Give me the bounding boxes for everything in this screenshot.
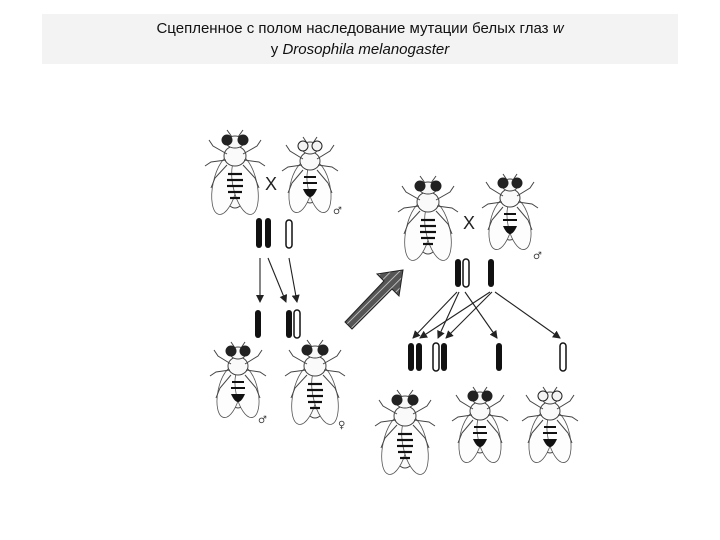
male-symbol-f1: ♂ (258, 415, 267, 426)
species-name: Drosophila melanogaster (282, 41, 450, 58)
male-symbol-f1b: ♂ (533, 251, 542, 262)
inheritance-arrows (256, 257, 561, 339)
cross-symbol-2: X (463, 213, 475, 233)
fly-f1-male (209, 341, 267, 421)
cross-symbol-1: X (265, 174, 277, 194)
fly-parent-male (281, 136, 339, 216)
big-transition-arrow (344, 269, 404, 330)
chromosomes-f2 (408, 342, 567, 372)
fly-f1b-female (396, 174, 460, 264)
title-line-1: Сцепленное с полом наследование мутации … (42, 18, 678, 39)
title-line-2: у Drosophila melanogaster (42, 39, 678, 60)
chromosomes-f1 (255, 309, 301, 339)
title-text: Сцепленное с полом наследование мутации … (156, 20, 553, 37)
fly-f1-female (283, 338, 347, 428)
fly-f2-male-white (521, 386, 579, 466)
female-symbol-f1: ♀ (338, 420, 345, 431)
gene-symbol: w (552, 20, 564, 37)
fly-f2-female (373, 388, 437, 478)
title-box: Сцепленное с полом наследование мутации … (42, 14, 678, 64)
chromosomes-cross2 (455, 258, 494, 288)
chromosomes-parental (256, 218, 293, 249)
fly-parent-female (203, 128, 267, 218)
male-symbol-p: ♂ (333, 206, 342, 217)
fly-f1b-male (481, 173, 539, 253)
title-prefix: у (270, 41, 283, 58)
fly-f2-male-red (451, 386, 509, 466)
